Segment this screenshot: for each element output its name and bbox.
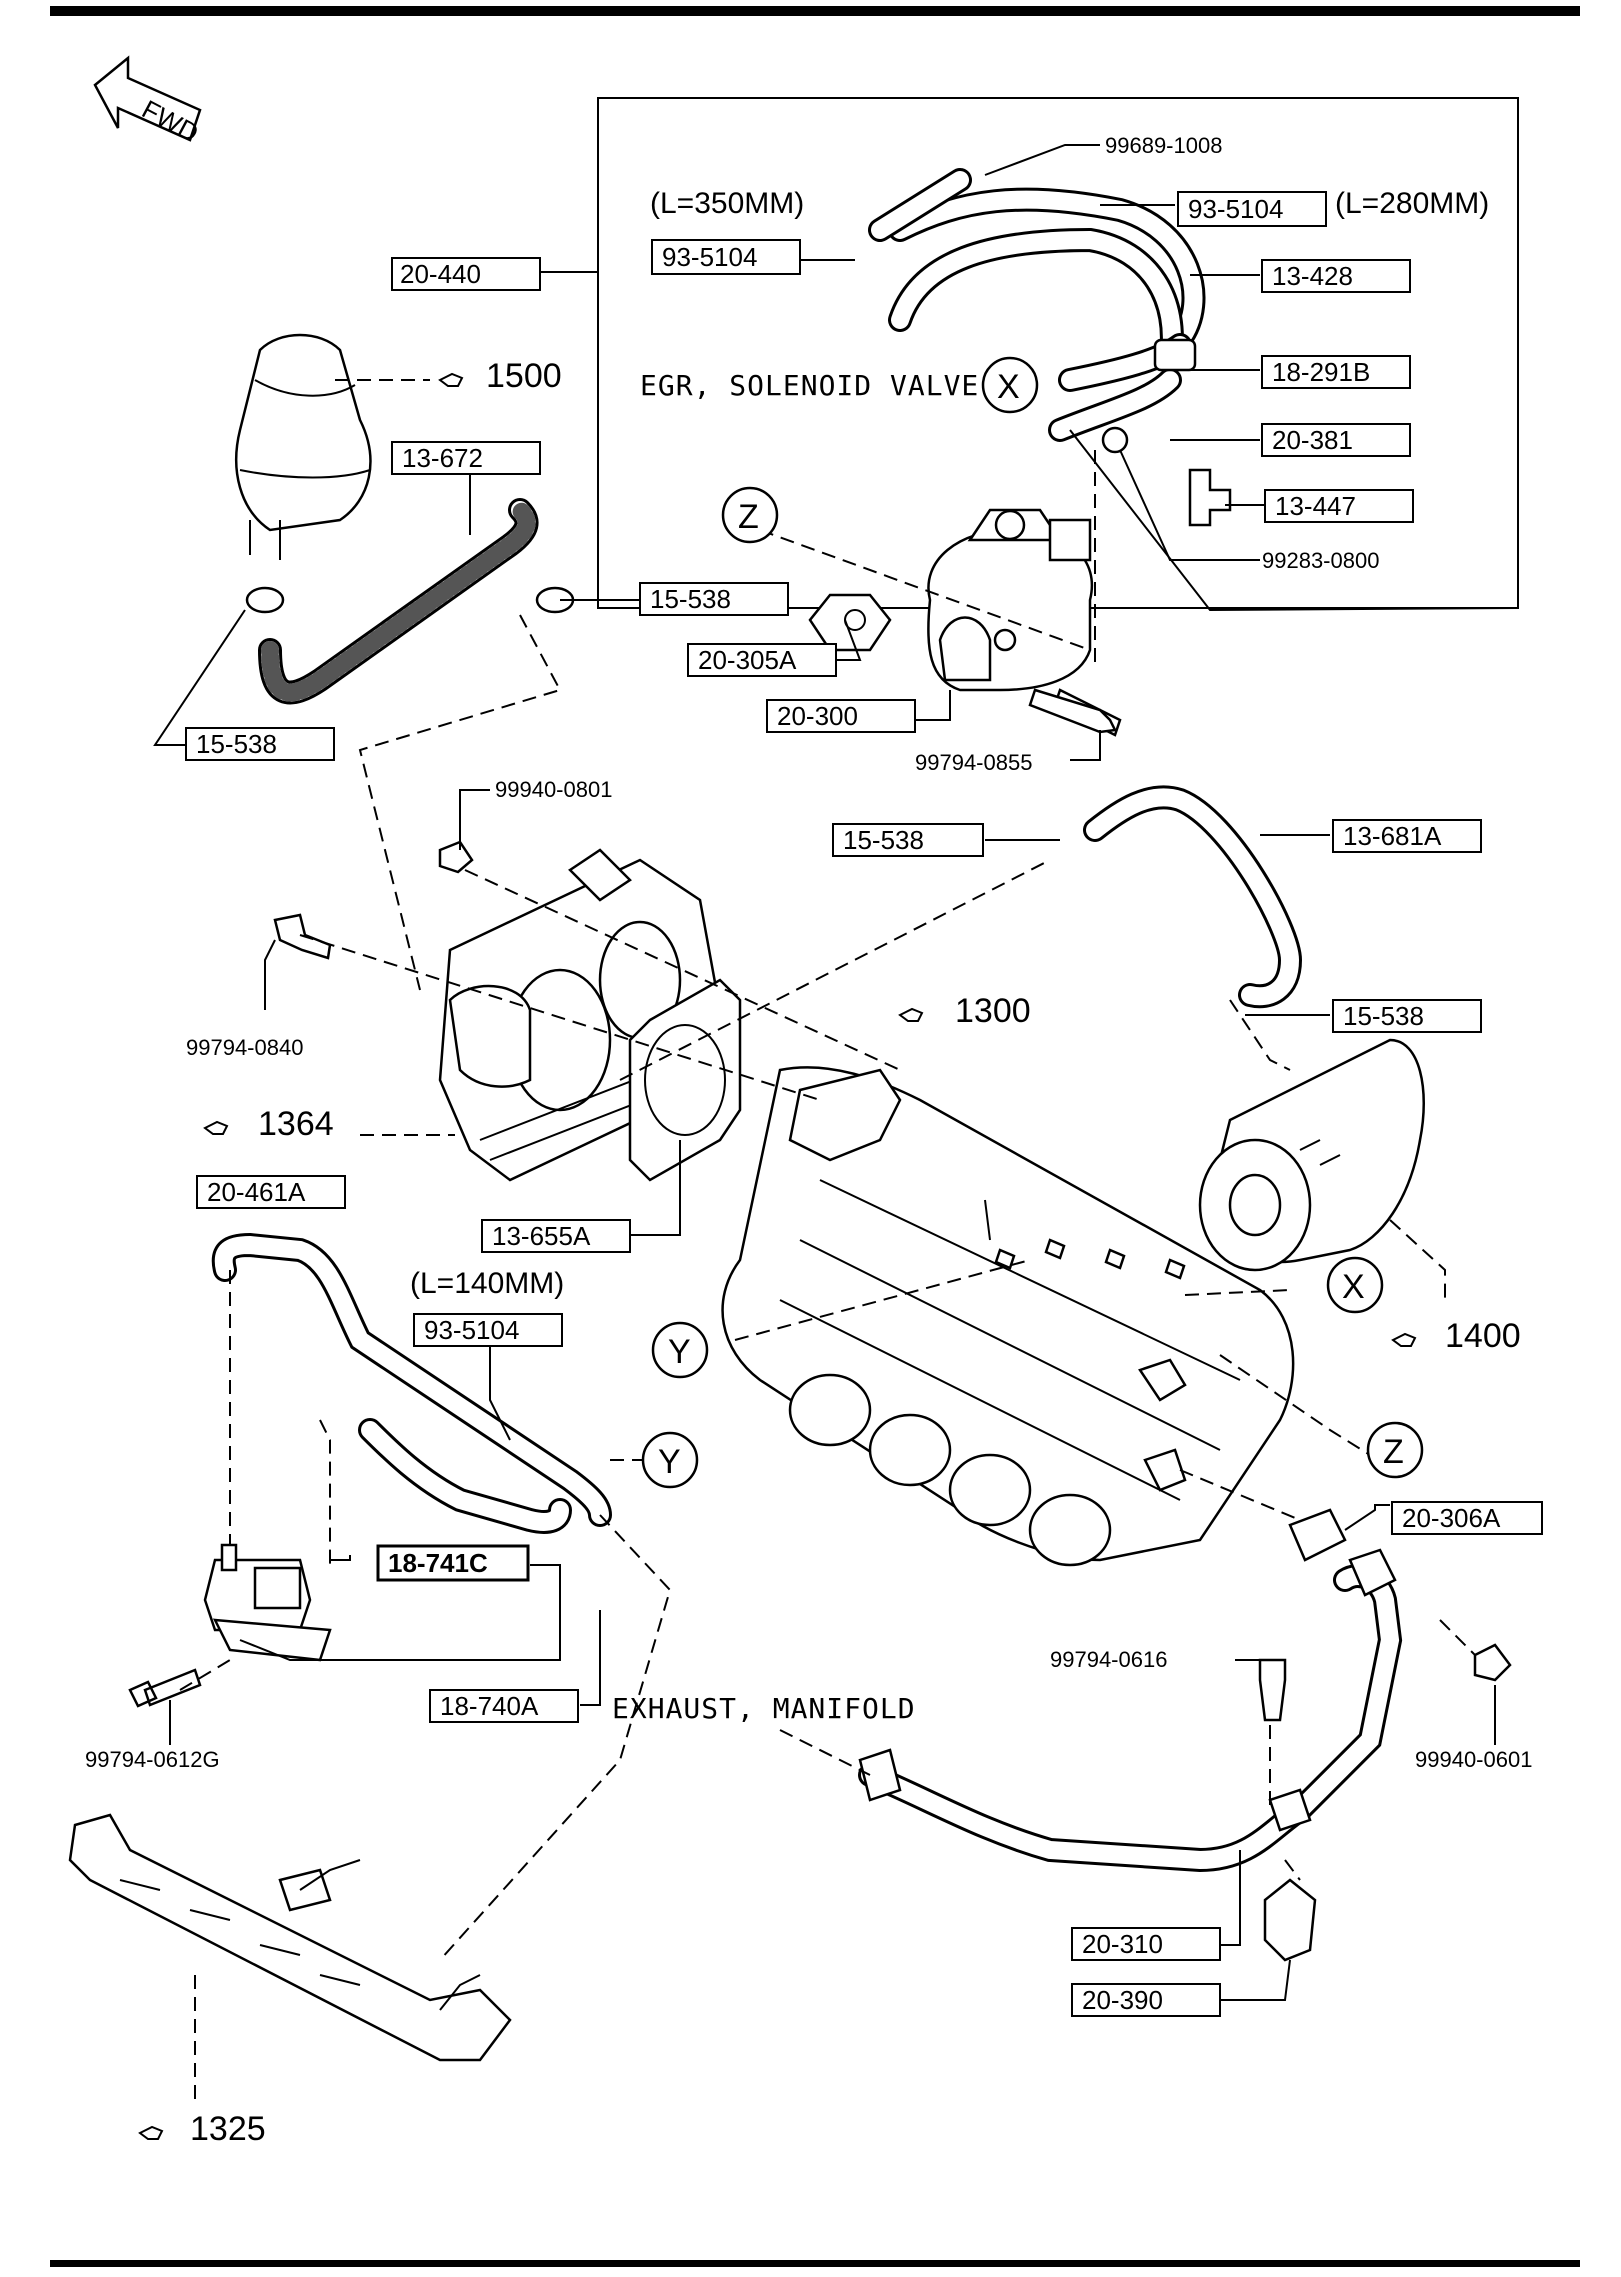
- part-99940-0801: 99940-0801: [495, 777, 612, 802]
- ref-1325: 1325: [138, 2110, 266, 2148]
- ref-1400: 1400: [1391, 1317, 1521, 1355]
- marker-z-mid: Z: [1366, 1421, 1424, 1479]
- part-20-381: 20-381: [1272, 425, 1353, 455]
- hose-13-681A: [1083, 785, 1303, 1009]
- oil-filter: [1198, 1038, 1425, 1272]
- marker-y-mid-label: Y: [658, 1443, 681, 1481]
- part-93-5104-b: 93-5104: [1188, 194, 1283, 224]
- part-13-655A: 13-655A: [492, 1221, 591, 1251]
- note-length-350: (L=350MM): [650, 187, 804, 220]
- ref-1364: 1364: [203, 1105, 334, 1143]
- bolt-99794-0616: [1258, 1658, 1287, 1722]
- leader-lines: [153, 144, 1519, 2001]
- part-18-741C: 18-741C: [388, 1548, 488, 1578]
- intake-manifold: [721, 1066, 1295, 1567]
- part-99940-0601: 99940-0601: [1415, 1747, 1532, 1772]
- part-20-306A: 20-306A: [1402, 1503, 1501, 1533]
- part-15-538-d: 15-538: [1343, 1001, 1424, 1031]
- clamp-20-390: [1263, 1878, 1317, 1962]
- part-20-461A: 20-461A: [207, 1177, 306, 1207]
- marker-x-top: X: [981, 356, 1039, 414]
- gasket-13-655A: [628, 978, 742, 1182]
- part-13-681A: 13-681A: [1343, 821, 1442, 851]
- ref-1300-label: 1300: [955, 992, 1031, 1030]
- ref-1400-label: 1400: [1445, 1317, 1521, 1355]
- caption-egr-solenoid-valve: EGR, SOLENOID VALVE: [640, 369, 979, 402]
- top-rule: [50, 6, 1580, 16]
- marker-y-mid: Y: [641, 1431, 699, 1489]
- marker-x-mid: X: [1326, 1256, 1384, 1314]
- marker-z-top-label: Z: [738, 498, 759, 536]
- part-99283-0800: 99283-0800: [1262, 548, 1379, 573]
- part-20-305A: 20-305A: [698, 645, 797, 675]
- part-20-300: 20-300: [777, 701, 858, 731]
- marker-z-mid-label: Z: [1383, 1433, 1404, 1471]
- part-18-740A: 18-740A: [440, 1691, 539, 1721]
- part-99794-0616: 99794-0616: [1050, 1647, 1167, 1672]
- bottom-rule: [50, 2260, 1580, 2267]
- marker-x-mid-label: X: [1342, 1268, 1365, 1306]
- ref-1364-label: 1364: [258, 1105, 334, 1143]
- ref-1300: 1300: [898, 992, 1031, 1030]
- nut-99940-0601: [1473, 1643, 1512, 1682]
- egr-pipe-20-310: [858, 1548, 1403, 1873]
- hose-13-672: [245, 498, 575, 705]
- ref-1325-label: 1325: [190, 2110, 266, 2148]
- gasket-20-306A: [1288, 1508, 1347, 1562]
- hose-93-5104-short: [358, 1418, 572, 1534]
- part-99689-1008: 99689-1008: [1105, 133, 1222, 158]
- ref-1500-label: 1500: [486, 357, 562, 395]
- marker-z-top: Z: [721, 486, 779, 544]
- part-18-291B: 18-291B: [1272, 357, 1370, 387]
- air-intake-duct: [235, 333, 372, 560]
- solenoid-valve-assembly: [203, 1543, 332, 1662]
- part-15-538-b: 15-538: [196, 729, 277, 759]
- fwd-direction-arrow: FWD: [93, 55, 204, 148]
- part-15-538-c: 15-538: [843, 825, 924, 855]
- hose-20-461A: [211, 1232, 612, 1527]
- egr-valve-assembly: [808, 508, 1122, 737]
- dashed-guide-lines: [179, 379, 1476, 2100]
- nut-99940-0801: [438, 840, 474, 874]
- fuel-rail: [68, 1813, 512, 2062]
- part-20-440: 20-440: [400, 259, 481, 289]
- kit-vacuum-hoses: [868, 168, 1232, 527]
- gasket-bore: [644, 1024, 726, 1136]
- marker-y-left: Y: [651, 1321, 709, 1379]
- part-13-672: 13-672: [402, 443, 483, 473]
- part-99794-0840: 99794-0840: [186, 1035, 303, 1060]
- ref-1500: 1500: [438, 357, 562, 395]
- note-length-140: (L=140MM): [410, 1267, 564, 1300]
- part-13-447: 13-447: [1275, 491, 1356, 521]
- part-93-5104-a: 93-5104: [662, 242, 757, 272]
- part-93-5104-c: 93-5104: [424, 1315, 519, 1345]
- note-length-280: (L=280MM): [1335, 187, 1489, 220]
- caption-exhaust-manifold: EXHAUST, MANIFOLD: [612, 1692, 916, 1725]
- part-15-538-a: 15-538: [650, 584, 731, 614]
- bolt-99794-0612G: [128, 1668, 202, 1708]
- part-99794-0855: 99794-0855: [915, 750, 1032, 775]
- marker-x-top-label: X: [997, 368, 1020, 406]
- part-99794-0612G: 99794-0612G: [85, 1747, 220, 1772]
- part-13-428: 13-428: [1272, 261, 1353, 291]
- marker-y-left-label: Y: [668, 1333, 691, 1371]
- part-20-310: 20-310: [1082, 1929, 1163, 1959]
- part-20-390: 20-390: [1082, 1985, 1163, 2015]
- bolt-99794-0855: [1028, 688, 1117, 734]
